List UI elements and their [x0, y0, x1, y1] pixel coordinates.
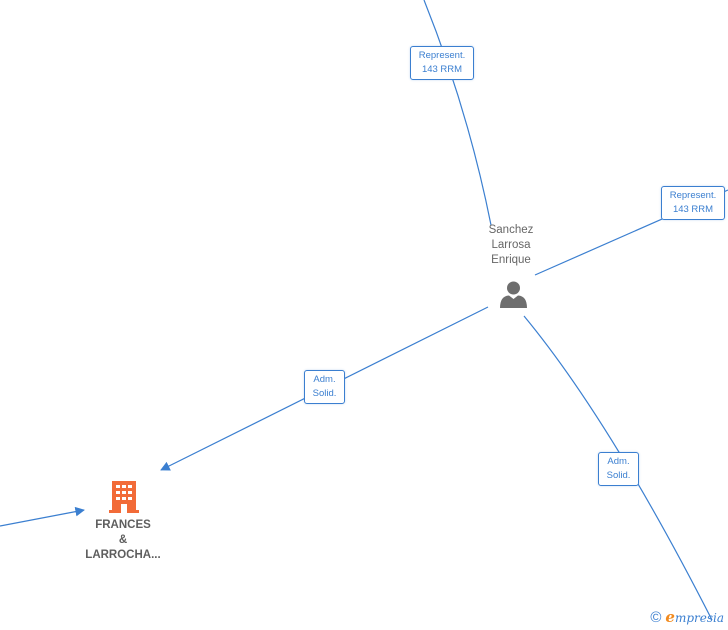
empresia-logo: empresia [665, 608, 724, 626]
empresia-logo-text: mpresia [674, 611, 724, 625]
edge-line-bottom[interactable] [523, 315, 713, 621]
person-icon[interactable] [499, 280, 528, 308]
company-name-line: & [118, 534, 128, 546]
edge-line-left[interactable] [0, 506, 85, 527]
person-name-line: Enrique [491, 254, 531, 266]
edge-label-line: Represent. [418, 50, 466, 61]
building-icon[interactable] [109, 479, 139, 513]
company-node-label[interactable]: FRANCES & LARROCHA... [73, 518, 173, 563]
edge-label-line: Solid. [606, 470, 631, 481]
edge-label-right[interactable]: Represent. 143 RRM [661, 186, 725, 220]
edge-label-line: Represent. [669, 190, 717, 201]
person-name-line: Larrosa [491, 239, 531, 251]
edge-label-line: Adm. [313, 374, 336, 385]
company-name-line: LARROCHA... [85, 549, 161, 561]
edge-label-top[interactable]: Represent. 143 RRM [410, 46, 474, 80]
company-name-line: FRANCES [95, 519, 151, 531]
edge-label-line: 143 RRM [672, 204, 714, 215]
copyright-symbol: © [650, 608, 662, 626]
edge-label-line: Adm. [607, 456, 630, 467]
edge-label-company[interactable]: Adm. Solid. [304, 370, 345, 404]
person-name-line: Sanchez [488, 224, 534, 236]
edge-label-bottom[interactable]: Adm. Solid. [598, 452, 639, 486]
empresia-watermark: © empresia [650, 608, 724, 626]
empresia-logo-initial: e [665, 608, 675, 626]
edge-label-line: Solid. [312, 388, 337, 399]
edge-label-line: 143 RRM [421, 64, 463, 75]
edge-line-top[interactable] [423, 0, 492, 226]
person-node-label[interactable]: Sanchez Larrosa Enrique [471, 223, 551, 268]
